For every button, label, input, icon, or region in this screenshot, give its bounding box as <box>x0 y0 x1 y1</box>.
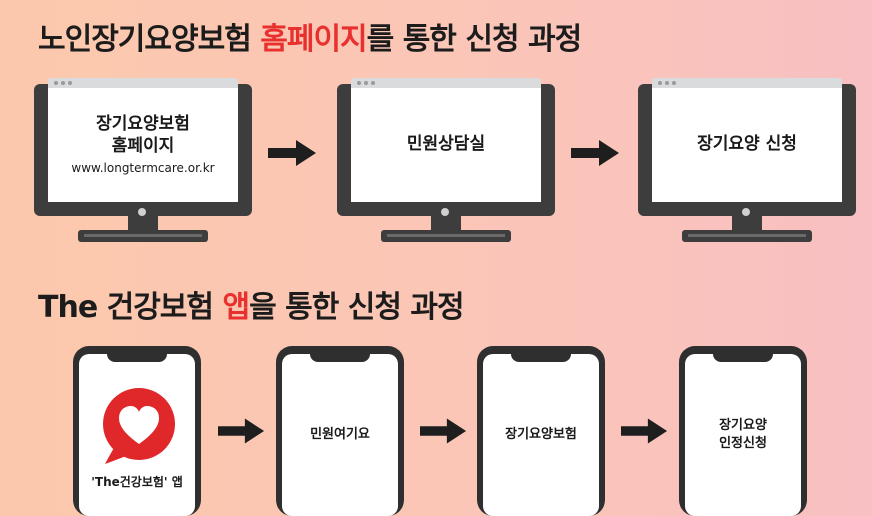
heart-logo-icon <box>103 388 175 464</box>
section2-title-highlight: 앱 <box>222 290 250 325</box>
phone-screen: 'The건강보험' 앱 <box>79 354 195 516</box>
monitor-step-3: 장기요양 신청 <box>638 78 856 244</box>
step3-line1: 장기요양 신청 <box>697 134 797 155</box>
monitor-base <box>381 230 511 242</box>
step2-line1: 민원상담실 <box>406 134 486 155</box>
section2-heading: The 건강보험 앱을 통한 신청 과정 <box>38 282 465 326</box>
monitor-screen: 민원상담실 <box>351 88 541 202</box>
monitor-step-2: 민원상담실 <box>337 78 555 244</box>
app-step3-line1: 장기요양 <box>719 417 767 433</box>
phone-notch <box>310 352 370 362</box>
monitor-topbar <box>351 78 541 88</box>
phone-notch <box>107 352 167 362</box>
section1-heading: 노인장기요양보험 홈페이지를 통한 신청 과정 <box>38 14 583 58</box>
section1-title-before: 노인장기요양보험 <box>38 22 261 57</box>
phone-notch <box>713 352 773 362</box>
monitor-topbar <box>48 78 238 88</box>
phone-app: 'The건강보험' 앱 <box>73 346 201 516</box>
arrow-icon <box>571 140 619 166</box>
section1-title-highlight: 홈페이지 <box>260 22 367 57</box>
arrow-icon <box>621 418 668 444</box>
arrow-icon <box>218 418 265 444</box>
monitor-step-1: 장기요양보험 홈페이지 www.longtermcare.or.kr <box>34 78 252 244</box>
phone-step-3: 장기요양 인정신청 <box>679 346 807 516</box>
phone-step-1: 민원여기요 <box>276 346 404 516</box>
arrow-icon <box>420 418 467 444</box>
phone-step-2: 장기요양보험 <box>477 346 605 516</box>
monitor-neck <box>431 216 461 232</box>
phone-notch <box>511 352 571 362</box>
app-step3-line2: 인정신청 <box>719 436 767 451</box>
monitor-power-dot <box>441 208 449 216</box>
step1-url: www.longtermcare.or.kr <box>71 160 215 175</box>
monitor-power-dot <box>138 208 146 216</box>
app-label: 'The건강보험' 앱 <box>91 475 183 489</box>
step1-line2: 홈페이지 <box>111 135 175 156</box>
section2-title-before: The 건강보험 <box>38 290 223 325</box>
phone-screen: 장기요양 인정신청 <box>685 354 801 516</box>
step1-line1: 장기요양보험 <box>96 114 190 135</box>
monitor-topbar <box>652 78 842 88</box>
monitor-neck <box>128 216 158 232</box>
monitor-neck <box>732 216 762 232</box>
phone-screen: 장기요양보험 <box>483 354 599 516</box>
section1-title-after: 를 통한 신청 과정 <box>366 22 583 57</box>
monitor-screen: 장기요양보험 홈페이지 www.longtermcare.or.kr <box>48 88 238 202</box>
monitor-power-dot <box>742 208 750 216</box>
app-step2-line1: 장기요양보험 <box>505 426 577 442</box>
section2-title-after: 을 통한 신청 과정 <box>249 290 465 325</box>
phone-screen: 민원여기요 <box>282 354 398 516</box>
monitor-screen: 장기요양 신청 <box>652 88 842 202</box>
monitor-base <box>78 230 208 242</box>
arrow-icon <box>268 140 316 166</box>
monitor-base <box>682 230 812 242</box>
app-step1-line1: 민원여기요 <box>310 426 370 442</box>
